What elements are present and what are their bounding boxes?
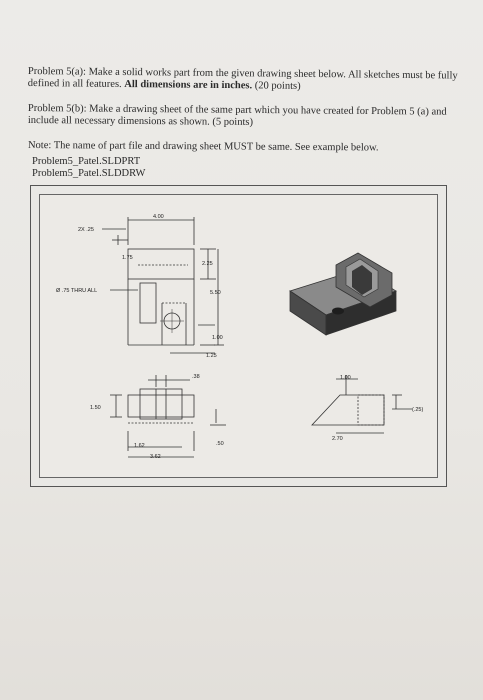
dim-50: .50 bbox=[216, 441, 224, 447]
dim-chamfer: 2X .25 bbox=[78, 227, 94, 233]
file-sldprt: Problem5_Patel.SLDPRT bbox=[32, 156, 141, 167]
problem-5b: Problem 5(b): Make a drawing sheet of th… bbox=[28, 103, 458, 131]
dim-slot-width: 1.75 bbox=[122, 255, 133, 261]
dim-38: .38 bbox=[192, 374, 200, 380]
file-slddrw: Problem5_Patel.SLDDRW bbox=[32, 168, 146, 179]
dim-height-225: 2.25 bbox=[202, 261, 213, 267]
drawing-sheet: 4.00 2X .25 1.75 2.25 Ø .75 THRU ALL 5.5… bbox=[30, 185, 447, 487]
problem-5a-label: Problem 5(a): bbox=[27, 66, 87, 78]
problem-5b-points: (5 points) bbox=[212, 116, 254, 128]
dim-width-top: 4.00 bbox=[153, 214, 164, 220]
dim-362: 3.62 bbox=[150, 454, 161, 460]
top-view-body bbox=[127, 394, 195, 418]
dim-side-270: 2.70 bbox=[332, 436, 343, 442]
dim-150: 1.50 bbox=[90, 405, 101, 411]
top-view-boss bbox=[139, 388, 183, 420]
note: Note: The name of part file and drawing … bbox=[28, 140, 458, 155]
dim-100: 1.00 bbox=[212, 335, 223, 341]
problem-5a-points: (20 points) bbox=[254, 80, 301, 92]
example-files: Problem5_Patel.SLDPRT Problem5_Patel.SLD… bbox=[32, 156, 145, 180]
isometric-view bbox=[289, 252, 397, 336]
dim-height-550: 5.50 bbox=[210, 290, 221, 296]
dim-side-25: (.25) bbox=[412, 407, 423, 413]
drawing-border: 4.00 2X .25 1.75 2.25 Ø .75 THRU ALL 5.5… bbox=[39, 194, 438, 478]
problem-5a: Problem 5(a): Make a solid works part fr… bbox=[28, 66, 458, 95]
note-label: Note: bbox=[27, 140, 52, 152]
side-view bbox=[311, 394, 385, 426]
technical-drawing: 4.00 2X .25 1.75 2.25 Ø .75 THRU ALL 5.5… bbox=[56, 214, 423, 460]
dim-hole: Ø .75 THRU ALL bbox=[56, 288, 97, 294]
front-view-top-block bbox=[127, 248, 195, 280]
note-text: The name of part file and drawing sheet … bbox=[53, 140, 379, 154]
dim-162: 1.62 bbox=[134, 443, 145, 449]
problem-5a-bold: All dimensions are in inches. bbox=[124, 79, 253, 92]
front-view-slot bbox=[139, 282, 157, 324]
problem-5b-label: Problem 5(b): bbox=[27, 103, 87, 115]
dim-125: 1.25 bbox=[206, 353, 217, 359]
dim-side-100: 1.00 bbox=[340, 375, 351, 381]
